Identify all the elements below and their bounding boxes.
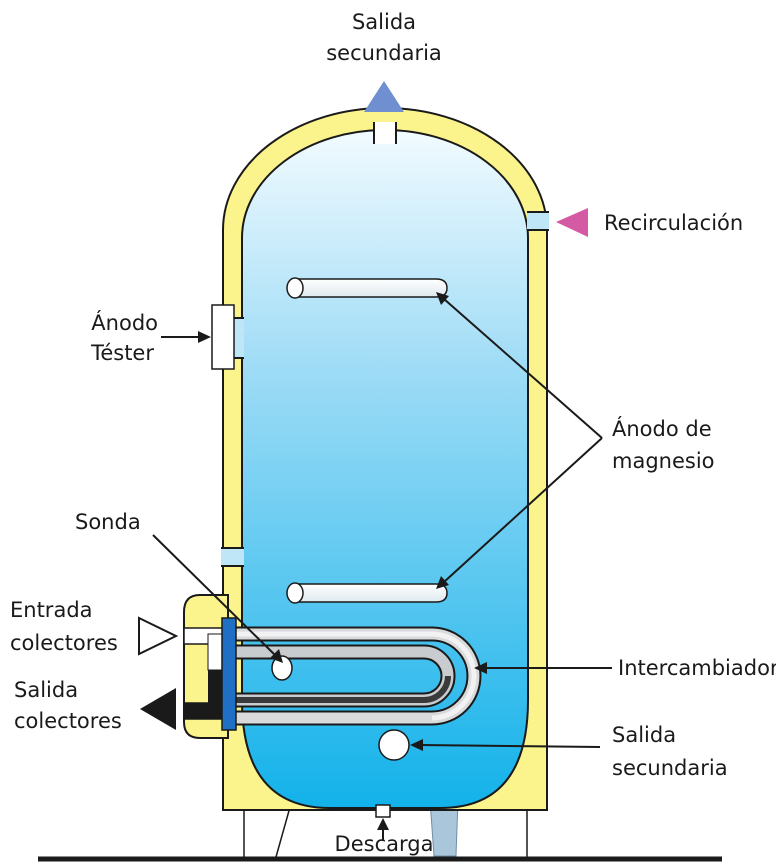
- label-salida-secundaria-top-2: secundaria: [326, 41, 442, 65]
- label-intercambiador: Intercambiador: [618, 656, 776, 680]
- drain-valve: [375, 804, 391, 818]
- probe-opening: [221, 548, 244, 566]
- bottom-secondary-outlet: [378, 729, 410, 761]
- label-sonda: Sonda: [75, 510, 141, 534]
- heat-exchanger-coil: [232, 626, 482, 726]
- recirculation-opening: [527, 212, 549, 230]
- magnesium-anode-upper: [286, 277, 448, 299]
- collector-inlet-arrow: [138, 616, 179, 656]
- label-salida-colectores-2: colectores: [14, 709, 122, 733]
- label-anodo-tester-2: Téster: [90, 341, 154, 365]
- label-salida-secundaria-bottom-2: secundaria: [612, 756, 728, 780]
- label-salida-colectores-1: Salida: [14, 678, 78, 702]
- tank-stand: [243, 799, 528, 858]
- label-salida-secundaria-bottom-1: Salida: [612, 723, 676, 747]
- collector-outlet-arrow: [140, 688, 176, 730]
- label-anodo-magnesio-1: Ánodo de: [612, 416, 712, 441]
- label-recirculacion: Recirculación: [604, 211, 743, 235]
- label-anodo-tester-1: Ánodo: [91, 310, 158, 335]
- label-salida-secundaria-top-1: Salida: [352, 10, 416, 34]
- label-entrada-colectores-1: Entrada: [10, 598, 93, 622]
- top-outlet-opening: [374, 122, 396, 144]
- recirculation-arrow: [556, 208, 588, 237]
- magnesium-anode-lower: [286, 582, 448, 604]
- leader-lines: [152, 292, 612, 840]
- anode-tester: [211, 304, 235, 370]
- label-entrada-colectores-2: colectores: [10, 631, 118, 655]
- top-outlet-arrow: [364, 81, 404, 112]
- exchanger-flange: [221, 617, 237, 731]
- label-descarga: Descarga: [335, 832, 434, 856]
- label-anodo-magnesio-2: magnesio: [612, 449, 715, 473]
- temperature-probe: [271, 655, 293, 681]
